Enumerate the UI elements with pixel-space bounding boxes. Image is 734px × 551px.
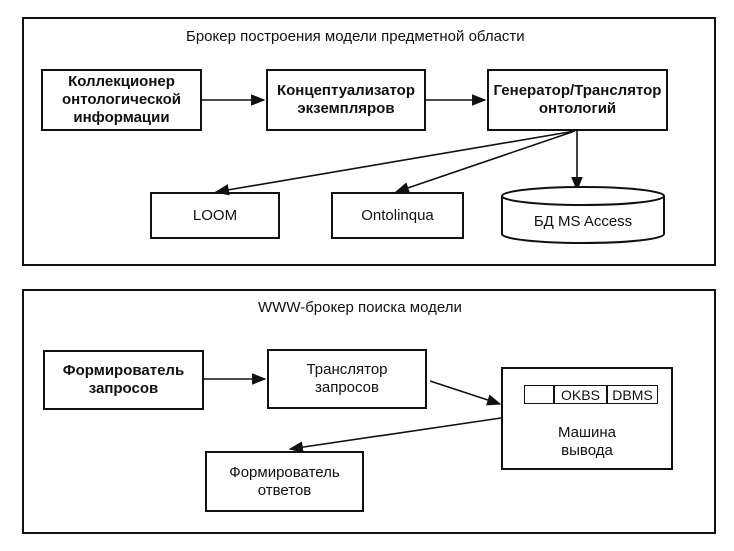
query-translator-box: Транслятор запросов <box>267 349 427 409</box>
query-former-box: Формирователь запросов <box>43 350 204 410</box>
arrow-generator-to-ontolingua <box>394 130 576 194</box>
ontology-collector-box: Коллекционер онтологической информации <box>41 69 202 131</box>
engine-tag-okbs: OKBS <box>554 385 607 404</box>
answer-former-box: Формирователь ответов <box>205 451 364 512</box>
inference-engine-label: Машина вывода <box>557 424 617 459</box>
arrow-translator-to-engine <box>429 380 502 406</box>
ms-access-db-label: БД MS Access <box>533 213 633 230</box>
inference-engine-box <box>501 367 673 470</box>
ontology-generator-box: Генератор/Транслятор онтологий <box>487 69 668 131</box>
instance-conceptualizer-box: Концептуализатор экземпляров <box>266 69 426 131</box>
arrow-engine-to-answer-former <box>288 417 502 453</box>
ontolingua-box: Ontolinqua <box>331 192 464 239</box>
loom-box: LOOM <box>150 192 280 239</box>
www-model-search-broker-title: WWW-брокер поиска модели <box>258 299 462 316</box>
engine-tag-empty <box>524 385 554 404</box>
engine-tag-dbms: DBMS <box>607 385 658 404</box>
arrow-generator-to-loom <box>214 130 576 196</box>
db-cylinder <box>501 186 665 244</box>
model-building-broker-title: Брокер построения модели предметной обла… <box>186 28 525 45</box>
